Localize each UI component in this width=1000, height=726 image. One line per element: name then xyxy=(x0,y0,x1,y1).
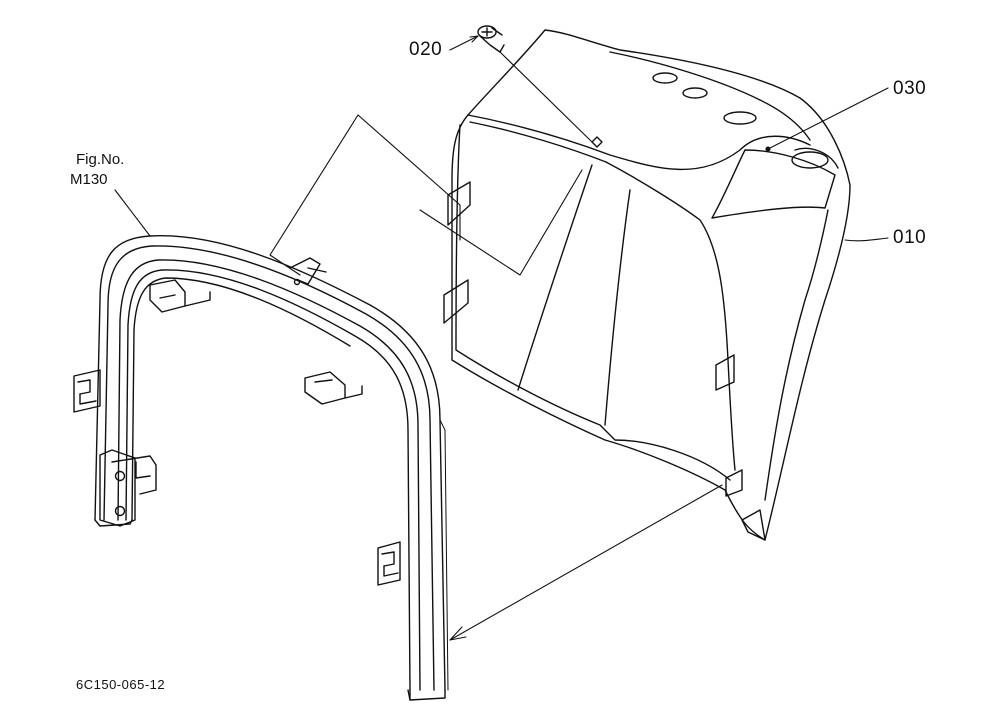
leader-lines xyxy=(114,35,889,641)
drawing-code: 6C150-065-12 xyxy=(76,677,166,692)
screw-part xyxy=(477,25,505,53)
figure-reference-number: M130 xyxy=(70,171,108,188)
callout-label-030: 030 xyxy=(893,78,927,99)
callout-label-010: 010 xyxy=(893,227,927,248)
frame-assembly xyxy=(73,235,449,701)
cover-panel xyxy=(443,29,851,541)
callout-label-020: 020 xyxy=(409,39,443,60)
figure-reference-label: Fig.No. xyxy=(76,151,125,168)
